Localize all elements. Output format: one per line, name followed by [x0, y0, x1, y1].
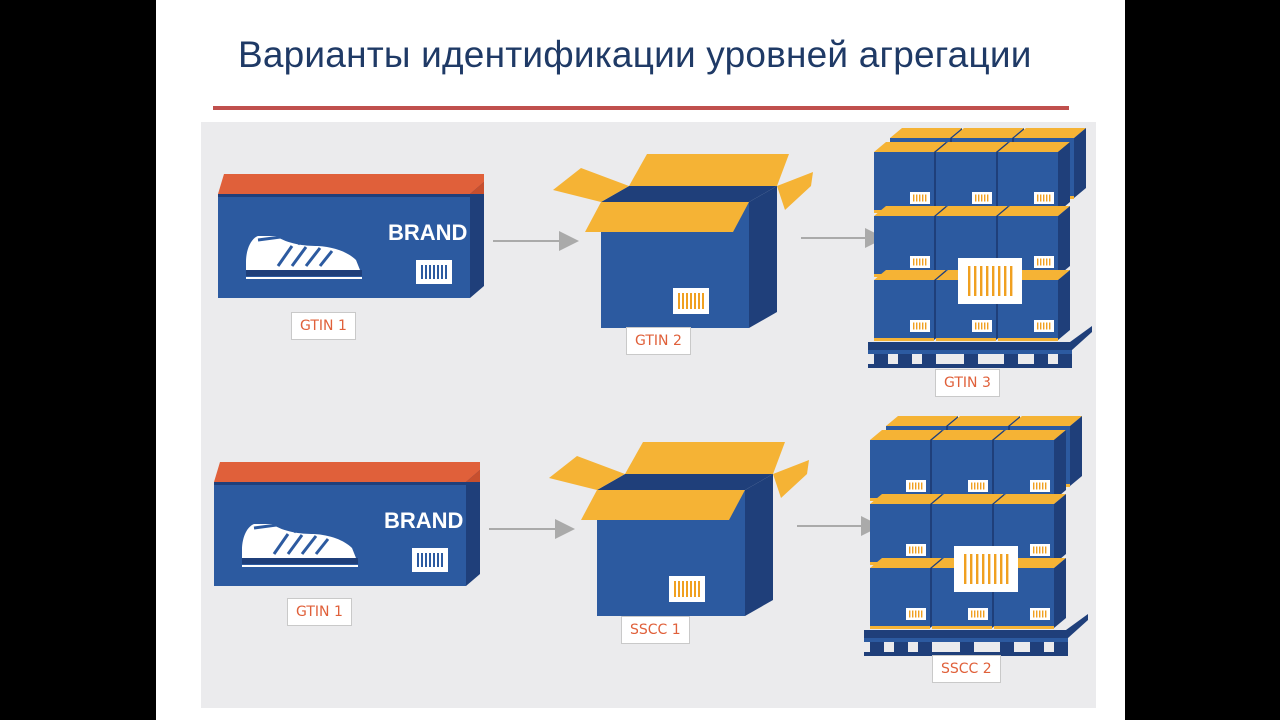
label-gtin3: GTIN 3	[935, 369, 1000, 397]
label-gtin2: GTIN 2	[626, 327, 691, 355]
brand-text-row2: BRAND	[384, 508, 463, 533]
slide: Варианты идентификации уровней агрегации	[156, 0, 1125, 720]
open-box-icon	[553, 154, 813, 328]
title-divider	[213, 106, 1069, 110]
pallet-icon	[864, 416, 1088, 656]
label-sscc2: SSCC 2	[932, 655, 1001, 683]
label-sscc1: SSCC 1	[621, 616, 690, 644]
aggregation-diagram: BRAND BRAND GTIN 1	[201, 122, 1096, 708]
brand-text-row1: BRAND	[388, 220, 467, 245]
label-gtin1-row2: GTIN 1	[287, 598, 352, 626]
slide-title: Варианты идентификации уровней агрегации	[238, 34, 1098, 76]
open-box-icon	[549, 442, 809, 616]
pallet-icon	[868, 128, 1092, 368]
label-gtin1-row1: GTIN 1	[291, 312, 356, 340]
